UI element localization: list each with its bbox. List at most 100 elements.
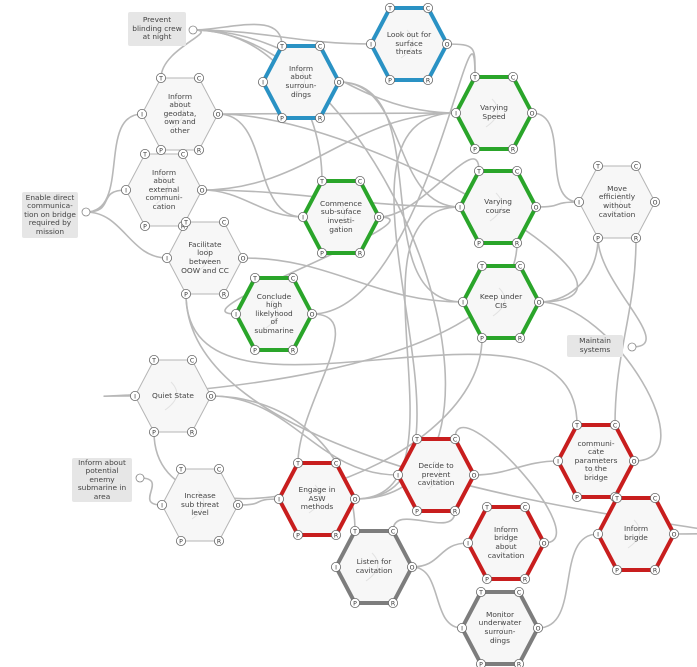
port-P[interactable]: P: [349, 598, 360, 609]
port-R[interactable]: R: [449, 505, 460, 516]
input-port[interactable]: [188, 25, 198, 35]
port-O[interactable]: O: [531, 201, 542, 212]
input-box-maintain-systems[interactable]: Maintain systems: [567, 335, 623, 357]
port-O[interactable]: O: [534, 296, 545, 307]
port-O[interactable]: O: [527, 108, 538, 119]
port-T[interactable]: T: [249, 272, 260, 283]
port-I[interactable]: I: [392, 469, 403, 480]
port-P[interactable]: P: [175, 536, 186, 547]
port-P[interactable]: P: [476, 332, 487, 343]
port-T[interactable]: T: [469, 72, 480, 83]
port-O[interactable]: O: [196, 184, 207, 195]
port-C[interactable]: C: [631, 160, 642, 171]
port-R[interactable]: R: [515, 332, 526, 343]
port-C[interactable]: C: [650, 492, 661, 503]
function-increase-sub[interactable]: [161, 468, 239, 542]
port-I[interactable]: I: [593, 529, 604, 540]
port-R[interactable]: R: [193, 144, 204, 155]
function-inform-bridge-cav[interactable]: [465, 505, 547, 581]
port-R[interactable]: R: [514, 659, 524, 667]
input-port[interactable]: [81, 207, 91, 217]
port-P[interactable]: P: [316, 247, 327, 258]
function-look-out[interactable]: [368, 6, 450, 82]
port-P[interactable]: P: [384, 75, 395, 86]
port-P[interactable]: P: [572, 491, 583, 502]
port-C[interactable]: C: [330, 457, 341, 468]
port-O[interactable]: O: [441, 39, 452, 50]
function-commence-subsurface[interactable]: [300, 179, 382, 255]
port-R[interactable]: R: [512, 237, 523, 248]
port-R[interactable]: R: [314, 113, 325, 124]
port-T[interactable]: T: [175, 463, 186, 474]
port-P[interactable]: P: [481, 574, 492, 585]
port-O[interactable]: O: [306, 308, 317, 319]
port-T[interactable]: T: [384, 3, 395, 13]
port-I[interactable]: I: [121, 184, 132, 195]
port-C[interactable]: C: [213, 463, 224, 474]
function-monitor-underwater[interactable]: [459, 590, 541, 666]
function-inform-surroundings[interactable]: [260, 44, 342, 120]
function-facilitate-loop[interactable]: [166, 221, 244, 295]
port-I[interactable]: I: [161, 252, 172, 263]
port-R[interactable]: R: [520, 574, 531, 585]
port-C[interactable]: C: [287, 272, 298, 283]
port-C[interactable]: C: [177, 148, 188, 159]
port-I[interactable]: I: [365, 39, 376, 50]
port-I[interactable]: I: [456, 623, 467, 634]
port-T[interactable]: T: [349, 526, 360, 537]
function-move-efficiently[interactable]: [578, 165, 656, 239]
function-communicate-parameters[interactable]: [555, 423, 637, 499]
port-O[interactable]: O: [650, 196, 661, 207]
port-C[interactable]: C: [314, 41, 325, 52]
port-P[interactable]: P: [249, 344, 260, 355]
function-listen-cavitation[interactable]: [333, 529, 415, 605]
port-R[interactable]: R: [387, 598, 398, 609]
port-I[interactable]: I: [156, 499, 167, 510]
port-O[interactable]: O: [539, 538, 550, 549]
port-R[interactable]: R: [330, 530, 341, 541]
port-T[interactable]: T: [148, 354, 159, 365]
port-I[interactable]: I: [457, 296, 468, 307]
port-C[interactable]: C: [512, 165, 523, 176]
port-I[interactable]: I: [553, 455, 564, 466]
port-C[interactable]: C: [422, 3, 433, 13]
port-I[interactable]: I: [454, 201, 465, 212]
port-P[interactable]: P: [148, 426, 159, 437]
function-keep-under-cis[interactable]: [460, 264, 542, 340]
port-R[interactable]: R: [218, 288, 229, 299]
port-T[interactable]: T: [481, 501, 492, 512]
function-varying-speed[interactable]: [453, 75, 535, 151]
function-engage-asw[interactable]: [276, 461, 358, 537]
port-T[interactable]: T: [593, 160, 604, 171]
port-P[interactable]: P: [593, 232, 604, 243]
port-R[interactable]: R: [186, 426, 197, 437]
port-O[interactable]: O: [349, 493, 360, 504]
input-port[interactable]: [627, 342, 637, 352]
port-I[interactable]: I: [297, 211, 308, 222]
port-R[interactable]: R: [287, 344, 298, 355]
port-C[interactable]: C: [186, 354, 197, 365]
port-C[interactable]: C: [354, 175, 365, 186]
port-C[interactable]: C: [514, 587, 525, 598]
port-T[interactable]: T: [155, 73, 166, 84]
port-O[interactable]: O: [237, 252, 248, 263]
port-T[interactable]: T: [180, 216, 191, 227]
port-T[interactable]: T: [473, 165, 484, 176]
function-varying-course[interactable]: [457, 169, 539, 245]
port-T[interactable]: T: [572, 419, 583, 430]
port-R[interactable]: R: [507, 143, 518, 154]
port-C[interactable]: C: [218, 216, 229, 227]
port-I[interactable]: I: [450, 108, 461, 119]
port-C[interactable]: C: [520, 501, 531, 512]
function-conclude-likelihood[interactable]: [233, 276, 315, 352]
port-I[interactable]: I: [462, 538, 473, 549]
port-C[interactable]: C: [387, 526, 398, 537]
port-R[interactable]: R: [354, 247, 365, 258]
port-T[interactable]: T: [316, 175, 327, 186]
port-C[interactable]: C: [193, 73, 204, 84]
port-O[interactable]: O: [333, 77, 344, 88]
port-O[interactable]: O: [406, 562, 417, 573]
input-box-enable-direct[interactable]: Enable direct communica- tion on bridge …: [22, 192, 78, 238]
port-R[interactable]: R: [631, 232, 642, 243]
port-R[interactable]: R: [213, 536, 224, 547]
